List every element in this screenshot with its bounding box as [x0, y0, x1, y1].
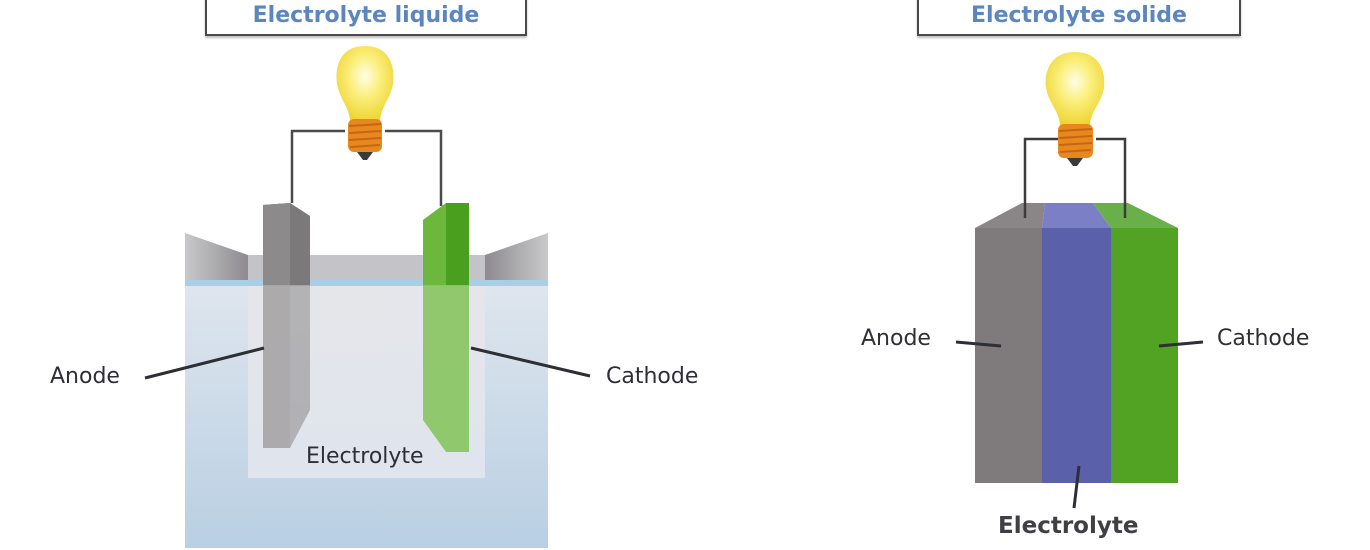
- panel-title-solid: Electrolyte solide: [917, 0, 1241, 36]
- label-cathode-solid: Cathode: [1217, 326, 1310, 351]
- light-bulb-icon: [1045, 52, 1105, 166]
- label-electrolyte-liquid: Electrolyte: [306, 444, 424, 469]
- label-cathode-liquid: Cathode: [606, 364, 699, 389]
- panel-title-text: Electrolyte liquide: [252, 2, 480, 28]
- liquid-cell: [144, 46, 591, 548]
- label-anode-solid: Anode: [861, 326, 931, 351]
- panel-title-liquid: Electrolyte liquide: [205, 0, 527, 36]
- label-electrolyte-solid: Electrolyte: [998, 513, 1139, 539]
- label-anode-liquid: Anode: [50, 364, 120, 389]
- solid-cell: [955, 52, 1204, 509]
- panel-title-text: Electrolyte solide: [971, 2, 1187, 28]
- light-bulb-icon: [336, 46, 394, 160]
